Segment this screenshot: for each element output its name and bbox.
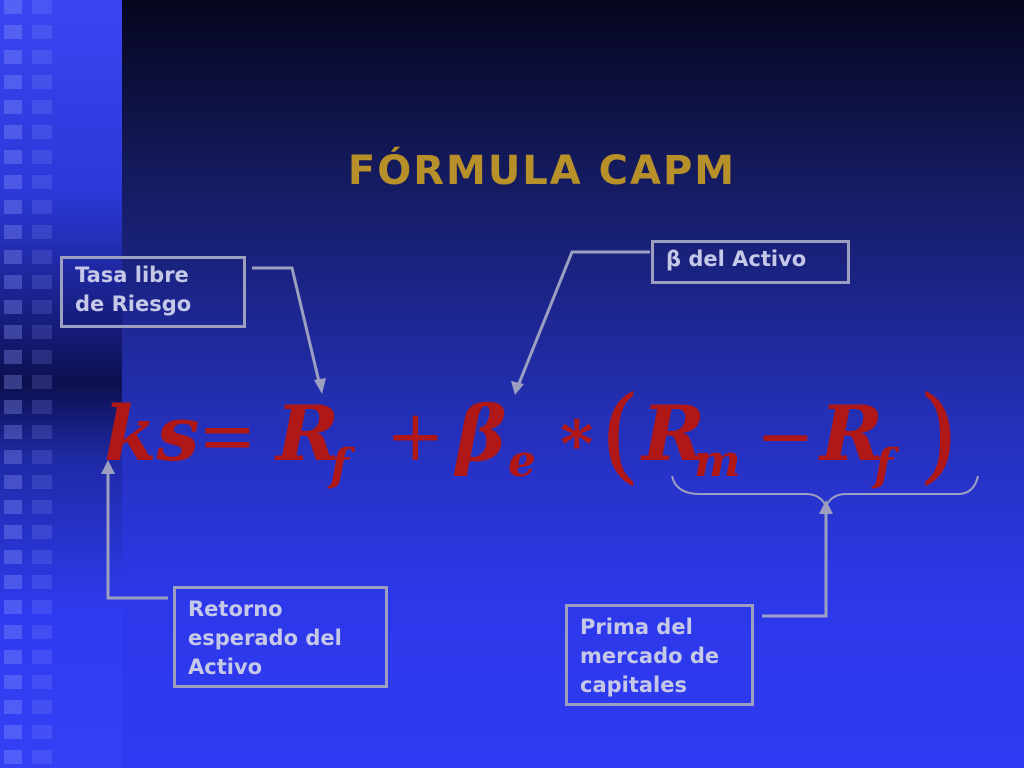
formula-times: * bbox=[560, 407, 593, 482]
label-line: Activo bbox=[188, 655, 263, 679]
label-risk-free-rate: Tasa libre de Riesgo bbox=[60, 256, 246, 328]
formula-minus: − bbox=[756, 395, 815, 477]
decorative-squares bbox=[4, 0, 32, 768]
premium-brace bbox=[671, 475, 979, 509]
label-market-premium: Prima del mercado de capitales bbox=[565, 604, 754, 706]
label-line: Tasa libre bbox=[75, 263, 189, 287]
label-beta-asset: β del Activo bbox=[651, 240, 850, 284]
formula-close-paren: ) bbox=[918, 373, 959, 495]
label-expected-return: Retorno esperado del Activo bbox=[173, 586, 388, 688]
formula-open-paren: ( bbox=[600, 373, 641, 495]
formula-beta: β bbox=[453, 389, 506, 478]
arrowhead-expected-return bbox=[101, 460, 115, 474]
formula-R-2: R bbox=[640, 389, 705, 478]
label-line: mercado de bbox=[580, 644, 720, 668]
formula-m: m bbox=[694, 436, 741, 487]
formula-e: e bbox=[508, 436, 536, 487]
label-line: Retorno bbox=[188, 597, 283, 621]
arrowhead-beta bbox=[511, 381, 524, 395]
arrow-risk-free bbox=[252, 266, 322, 387]
formula-R-1: R bbox=[274, 389, 339, 478]
formula-plus: + bbox=[386, 395, 445, 477]
left-decorative-strip bbox=[0, 0, 122, 768]
label-line: capitales bbox=[580, 673, 687, 697]
arrowhead-risk-free bbox=[314, 378, 326, 394]
formula-f-2: f bbox=[871, 440, 900, 491]
label-line: Prima del bbox=[580, 615, 693, 639]
arrow-market-premium bbox=[762, 510, 828, 618]
decorative-squares-faint bbox=[32, 0, 52, 768]
arrow-expected-return bbox=[106, 470, 168, 600]
slide-title: FÓRMULA CAPM bbox=[347, 148, 737, 194]
formula-equals: = bbox=[198, 395, 257, 477]
label-line: β del Activo bbox=[666, 247, 807, 271]
formula-f-1: f bbox=[327, 440, 356, 491]
arrow-beta bbox=[516, 250, 650, 387]
label-line: de Riesgo bbox=[75, 292, 192, 316]
formula-R-3: R bbox=[818, 389, 883, 478]
label-line: esperado del bbox=[188, 626, 342, 650]
formula-ks: ks bbox=[104, 389, 199, 478]
